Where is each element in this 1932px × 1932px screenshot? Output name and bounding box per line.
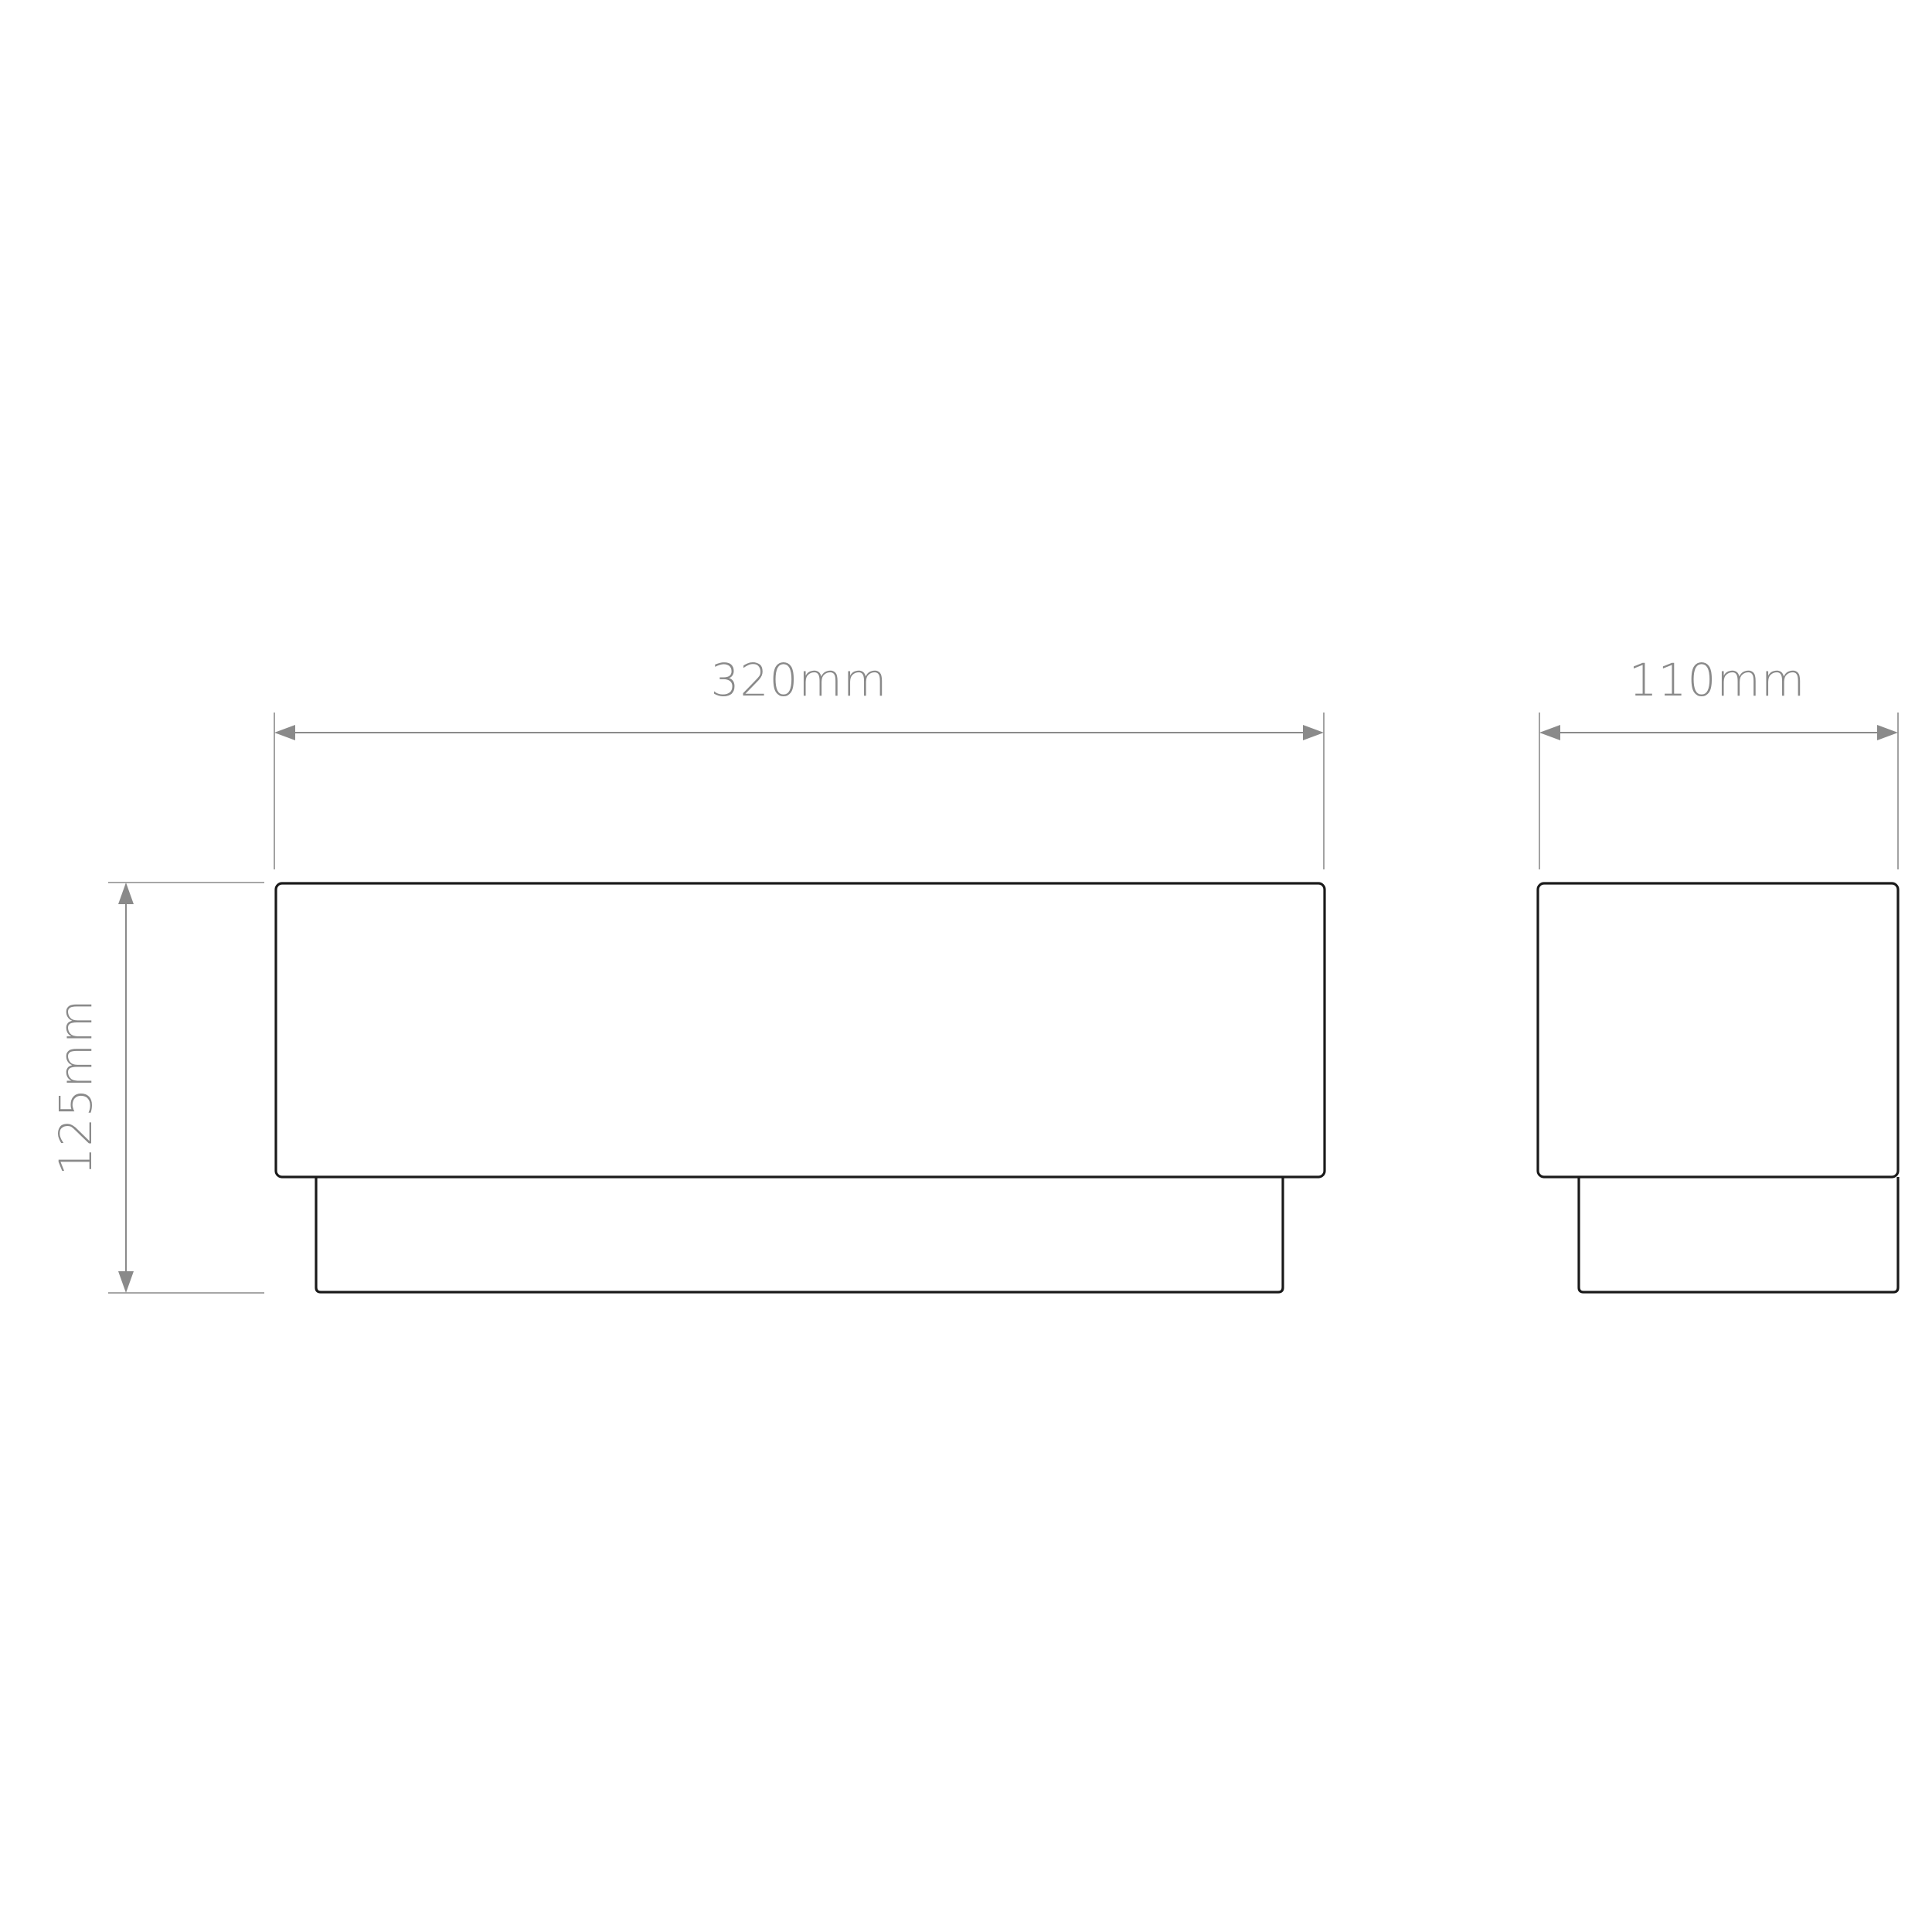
height-arrow-bottom	[118, 1271, 134, 1293]
front-view	[274, 882, 1326, 1294]
front-view-base	[315, 1177, 1284, 1294]
width-label: 320mm	[711, 654, 888, 706]
height-label: 125mm	[49, 999, 102, 1176]
width-arrow-right	[1303, 725, 1324, 740]
width-arrow-left	[274, 725, 295, 740]
depth-dimension: 110mm	[1539, 654, 1899, 869]
height-dimension: 125mm	[49, 882, 264, 1294]
width-dimension: 320mm	[274, 654, 1325, 869]
side-view	[1536, 882, 1900, 1294]
front-view-upper-body	[274, 882, 1326, 1179]
depth-arrow-right	[1877, 725, 1898, 740]
side-view-base	[1577, 1177, 1900, 1294]
depth-arrow-left	[1539, 725, 1560, 740]
depth-label: 110mm	[1629, 654, 1806, 706]
side-view-upper-body	[1536, 882, 1900, 1179]
height-arrow-top	[118, 883, 134, 904]
